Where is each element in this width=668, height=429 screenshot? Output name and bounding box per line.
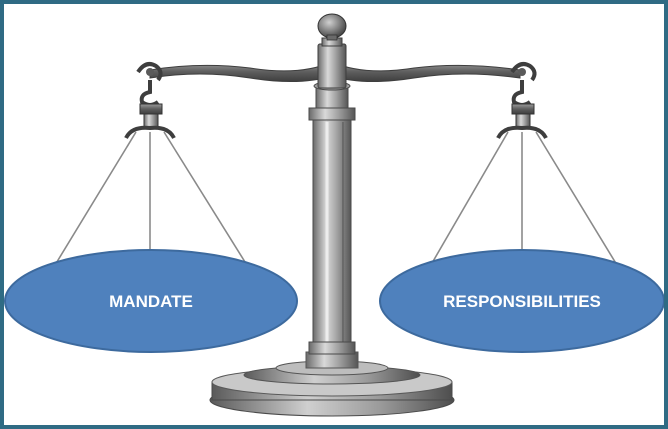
scale-base <box>209 351 455 417</box>
scale-pillar <box>308 81 356 355</box>
balance-scale-illustration: MANDATE RESPONSIBILITIES <box>4 13 664 417</box>
left-hanger <box>124 62 176 140</box>
finial-knob <box>317 13 347 41</box>
right-pan-label: RESPONSIBILITIES <box>443 292 601 311</box>
right-hanger <box>496 62 548 140</box>
right-pan-strings <box>427 131 621 271</box>
scale-beam <box>149 37 521 89</box>
left-pan: MANDATE <box>4 249 298 353</box>
left-pan-strings <box>51 131 251 271</box>
right-pan: RESPONSIBILITIES <box>379 249 664 353</box>
left-pan-label: MANDATE <box>109 292 193 311</box>
